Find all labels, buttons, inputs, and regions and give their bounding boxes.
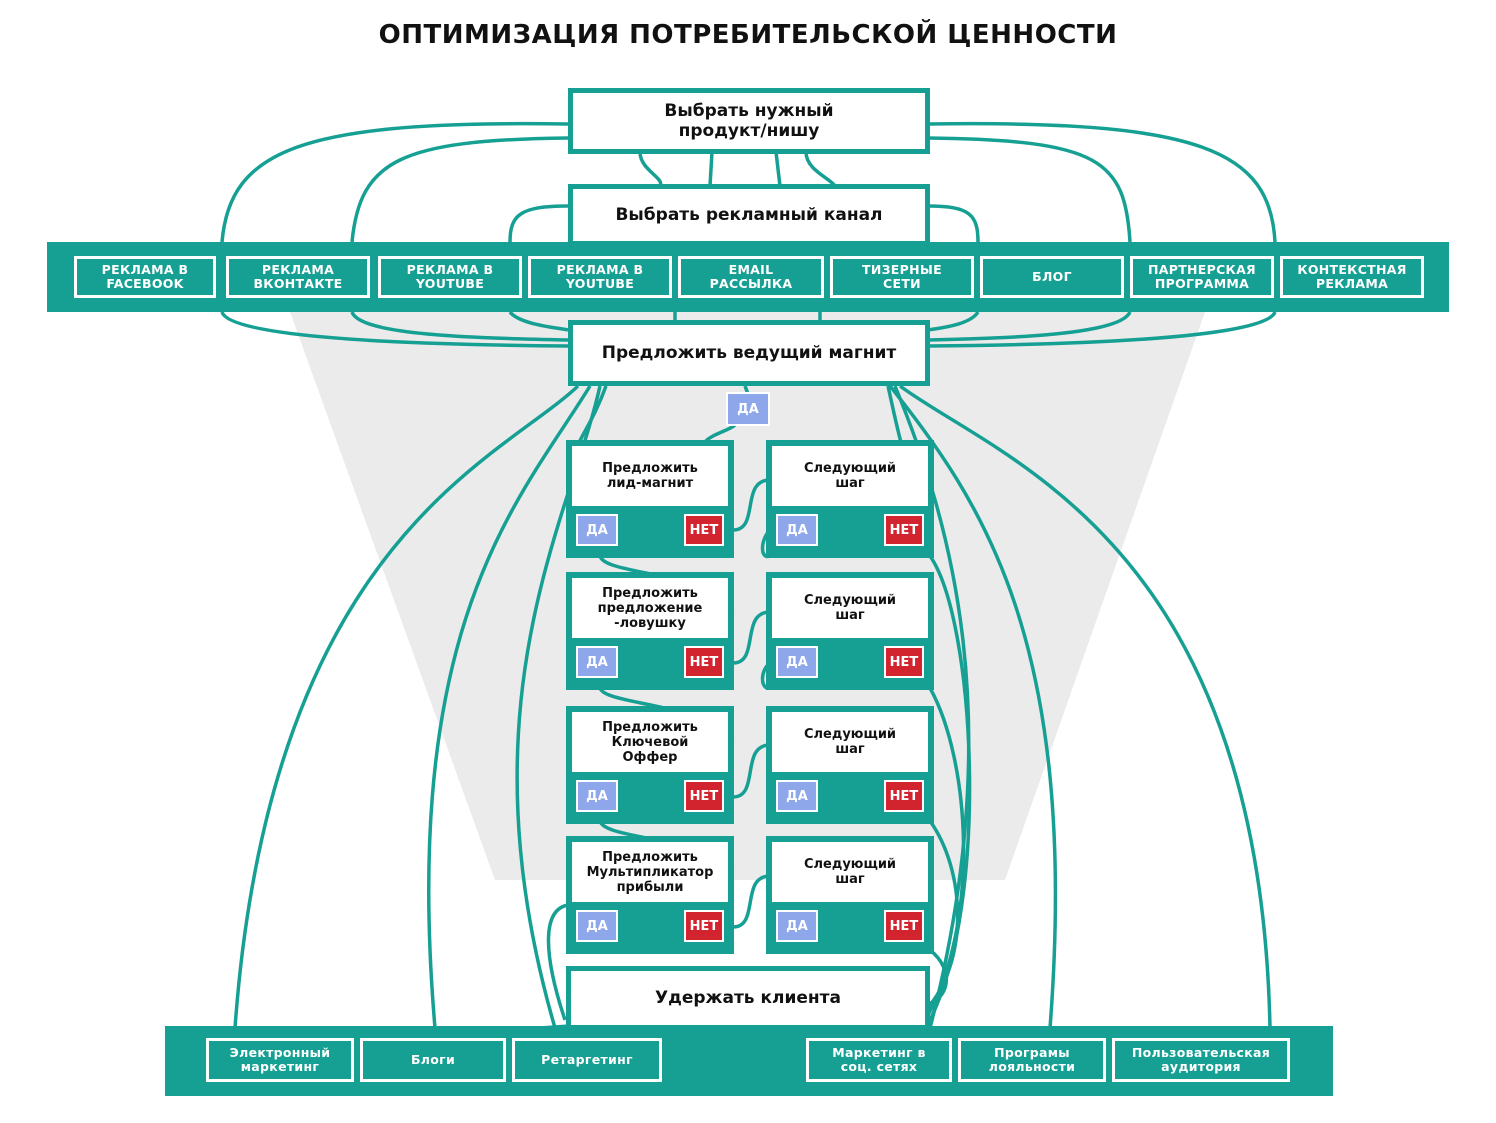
channel-chip-youtube-2: РЕКЛАМА В YOUTUBE <box>528 256 672 298</box>
left-step-2-yes: ДА <box>576 646 618 678</box>
wire-top-vk <box>350 136 569 243</box>
right-step-3-yes: ДА <box>776 780 818 812</box>
channel-chip-youtube-1: РЕКЛАМА В YOUTUBE <box>378 256 522 298</box>
wire-top-ch2 <box>708 151 714 187</box>
wire-top-blog <box>927 136 1132 243</box>
channel-chip-email: EMAIL РАССЫЛКА <box>678 256 824 298</box>
channel-chip-vk: РЕКЛАМА ВКОНТАКТЕ <box>226 256 370 298</box>
wire-top-ch3 <box>774 151 782 187</box>
left-step-4-label: Предложить Мультипликатор прибыли <box>572 842 728 902</box>
wire-no2-next2 <box>732 610 771 665</box>
wire-r4-retain <box>923 948 948 1007</box>
right-step-3: Следующий шаг ДА НЕТ <box>766 706 934 824</box>
wire-no4-next4 <box>732 874 771 929</box>
right-step-1: Следующий шаг ДА НЕТ <box>766 440 934 558</box>
left-step-2: Предложить предложение -ловушку ДА НЕТ <box>566 572 734 690</box>
right-step-4: Следующий шаг ДА НЕТ <box>766 836 934 954</box>
right-step-4-label: Следующий шаг <box>772 842 928 902</box>
retain-client-box: Удержать клиента <box>566 966 930 1030</box>
wire-band-magnet-1 <box>220 311 569 348</box>
retention-chip-blogs: Блоги <box>360 1038 506 1082</box>
left-step-2-no: НЕТ <box>684 646 724 678</box>
wire-no3-next3 <box>732 743 771 799</box>
wire-l4-retain <box>546 903 569 1021</box>
left-step-3-no: НЕТ <box>684 780 724 812</box>
channel-chip-blog: БЛОГ <box>980 256 1124 298</box>
left-step-1-no: НЕТ <box>684 514 724 546</box>
left-step-3-yes: ДА <box>576 780 618 812</box>
choose-product-label: Выбрать нужный продукт/нишу <box>664 101 834 141</box>
lead-magnet-label: Предложить ведущий магнит <box>601 343 897 363</box>
wire-r3-retain <box>924 819 960 1012</box>
left-step-4-no: НЕТ <box>684 910 724 942</box>
left-step-3: Предложить Ключевой Оффер ДА НЕТ <box>566 706 734 824</box>
channel-chip-facebook: РЕКЛАМА В FACEBOOK <box>74 256 216 298</box>
wire-band-magnet-4 <box>927 311 1277 348</box>
left-step-4-yes: ДА <box>576 910 618 942</box>
wire-top-partner <box>927 121 1277 243</box>
wire-band-magnet-6 <box>927 310 980 332</box>
retention-chip-audience: Пользовательская аудитория <box>1112 1038 1290 1082</box>
choose-channel-box: Выбрать рекламный канал <box>568 184 930 246</box>
left-step-3-label: Предложить Ключевой Оффер <box>572 712 728 772</box>
wire-magnet-right-mid <box>888 384 1058 1029</box>
right-step-4-yes: ДА <box>776 910 818 942</box>
right-step-4-no: НЕТ <box>884 910 924 942</box>
channel-chip-context: КОНТЕКСТНАЯ РЕКЛАМА <box>1280 256 1424 298</box>
wire-magnet-left-mid <box>427 385 592 1029</box>
wire-top-ch1 <box>638 151 663 187</box>
retention-chip-social: Маркетинг в соц. сетях <box>806 1038 952 1082</box>
right-step-1-yes: ДА <box>776 514 818 546</box>
retain-client-label: Удержать клиента <box>655 988 841 1008</box>
right-step-2-label: Следующий шаг <box>772 578 928 638</box>
left-step-1-label: Предложить лид-магнит <box>572 446 728 506</box>
wire-no1-next1 <box>732 478 771 532</box>
lead-magnet-box: Предложить ведущий магнит <box>568 320 930 386</box>
right-step-2: Следующий шаг ДА НЕТ <box>766 572 934 690</box>
wire-magnet-right-outer <box>898 384 1272 1029</box>
wire-ch-right <box>927 204 980 243</box>
magnet-yes-badge: ДА <box>726 392 770 426</box>
choose-product-box: Выбрать нужный продукт/нишу <box>568 88 930 154</box>
right-step-3-label: Следующий шаг <box>772 712 928 772</box>
left-step-1: Предложить лид-магнит ДА НЕТ <box>566 440 734 558</box>
right-step-2-no: НЕТ <box>884 646 924 678</box>
retention-chip-retargeting: Ретаргетинг <box>512 1038 662 1082</box>
wire-ch-left <box>508 204 569 243</box>
right-step-3-no: НЕТ <box>884 780 924 812</box>
wire-top-facebook <box>220 121 569 243</box>
wire-magnet-left-outer <box>233 384 580 1029</box>
left-step-2-label: Предложить предложение -ловушку <box>572 578 728 638</box>
wire-top-ch4 <box>804 151 837 188</box>
page-title: ОПТИМИЗАЦИЯ ПОТРЕБИТЕЛЬСКОЙ ЦЕННОСТИ <box>378 20 1118 50</box>
retention-chip-email: Электронный маркетинг <box>206 1038 354 1082</box>
channel-chip-partner: ПАРТНЕРСКАЯ ПРОГРАММА <box>1130 256 1274 298</box>
left-step-1-yes: ДА <box>576 514 618 546</box>
channel-chip-teaser: ТИЗЕРНЫЕ СЕТИ <box>830 256 974 298</box>
right-step-1-label: Следующий шаг <box>772 446 928 506</box>
choose-channel-label: Выбрать рекламный канал <box>615 205 883 225</box>
retention-chip-loyalty: Програмы лояльности <box>958 1038 1106 1082</box>
left-step-4: Предложить Мультипликатор прибыли ДА НЕТ <box>566 836 734 954</box>
right-step-2-yes: ДА <box>776 646 818 678</box>
wire-band-magnet-5 <box>927 311 1132 342</box>
wire-band-magnet-2 <box>350 311 569 342</box>
right-step-1-no: НЕТ <box>884 514 924 546</box>
wire-band-magnet-3 <box>508 310 569 332</box>
